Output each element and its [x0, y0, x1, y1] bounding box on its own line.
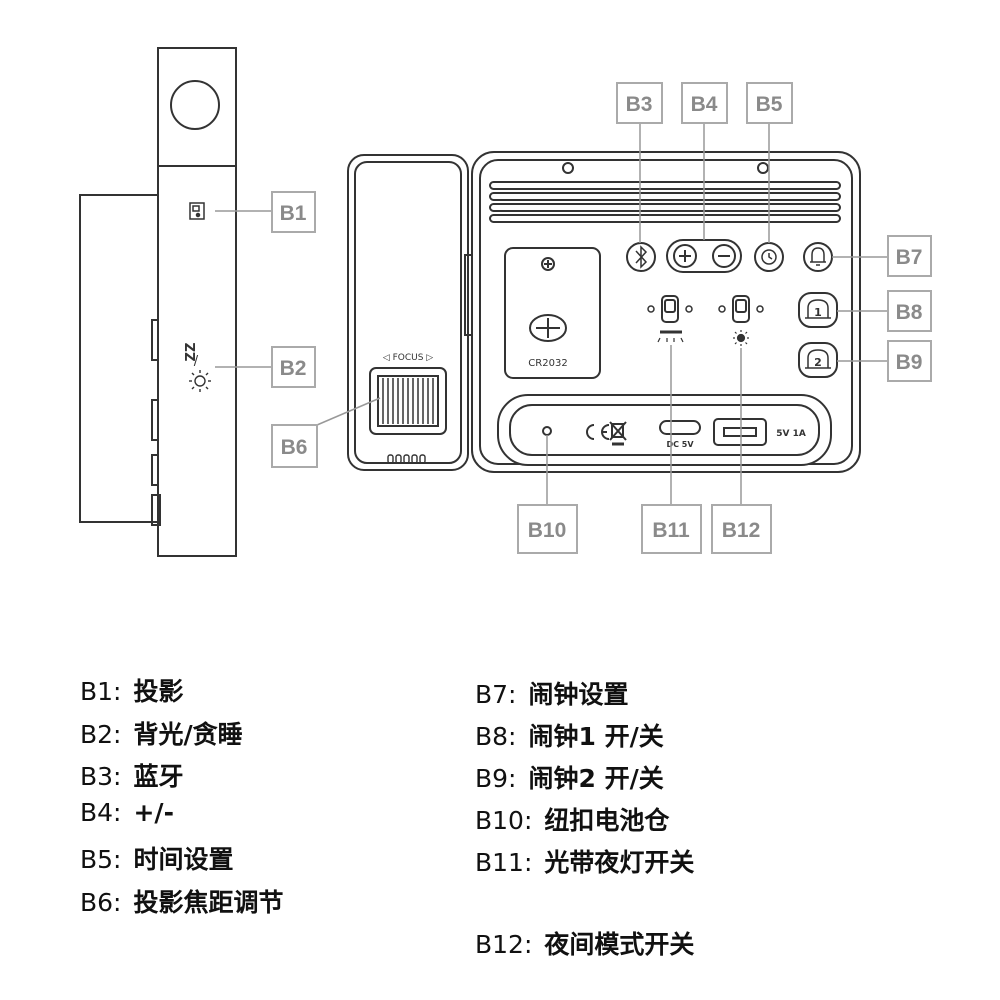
side-button [151, 399, 159, 441]
legend-code: B12: [475, 930, 533, 959]
legend-desc: 闹钟2 开/关 [528, 764, 664, 793]
legend-code: B4: [80, 798, 122, 827]
usb-a-port [713, 418, 767, 446]
leader-lines [215, 124, 888, 505]
callout-b11: B11 [652, 519, 690, 542]
callout-labels: B1 B2 B3 B4 B5 B6 B7 B8 B9 B10 B11 B12 [280, 93, 923, 542]
legend-desc: 夜间模式开关 [544, 930, 695, 959]
legend-code: B2: [80, 720, 122, 749]
projector-icon [189, 202, 205, 220]
callout-b10: B10 [528, 519, 567, 542]
legend-item-b1: B1: 投影 [80, 672, 184, 708]
callout-b3: B3 [626, 93, 653, 116]
legend-item-b9: B9: 闹钟2 开/关 [475, 759, 664, 795]
side-body [157, 165, 237, 557]
callout-b8: B8 [896, 301, 923, 324]
callout-b6: B6 [281, 436, 308, 459]
usb-label: 5V 1A [776, 429, 806, 439]
side-base [79, 194, 163, 523]
side-view [79, 47, 237, 557]
projector-lens [170, 80, 220, 130]
legend-item-b11: B11: 光带夜灯开关 [475, 843, 694, 879]
callout-box-b8 [887, 290, 932, 332]
callout-box-b2 [271, 346, 316, 388]
legend-item-b7: B7: 闹钟设置 [475, 675, 629, 711]
legend-item-b10: B10: 纽扣电池仓 [475, 801, 669, 837]
legend-item-b2: B2: 背光/贪睡 [80, 715, 243, 751]
side-port [151, 494, 161, 526]
device-diagram: ZZ / ◁ FOCUS ▷ [79, 47, 932, 557]
legend-desc: 闹钟设置 [528, 680, 629, 709]
legend-item-b4: B4: +/- [80, 798, 174, 827]
legend-desc: 蓝牙 [133, 762, 184, 791]
legend-code: B3: [80, 762, 122, 791]
legend-code: B9: [475, 764, 517, 793]
legend-item-b6: B6: 投影焦距调节 [80, 883, 284, 919]
legend-desc: 纽扣电池仓 [544, 806, 670, 835]
dc-label: DC 5V [666, 440, 694, 449]
legend-desc: 闹钟1 开/关 [528, 722, 664, 751]
usb-c-port [659, 420, 701, 435]
callout-box-b1 [271, 191, 316, 233]
port-panel [497, 394, 832, 466]
legend-item-b12: B12: 夜间模式开关 [475, 925, 694, 961]
side-button [151, 454, 159, 486]
battery-cover [504, 247, 601, 379]
snooze-label: ZZ [184, 343, 199, 362]
legend-desc: 投影 [133, 677, 184, 706]
callout-b7: B7 [896, 246, 923, 269]
legend-code: B1: [80, 677, 122, 706]
legend-desc: 背光/贪睡 [133, 720, 243, 749]
legend-item-b3: B3: 蓝牙 [80, 757, 184, 793]
callout-b12: B12 [722, 519, 761, 542]
callout-b1: B1 [280, 202, 307, 225]
certification-marks [586, 421, 627, 446]
callout-box-b11 [641, 504, 702, 554]
legend-code: B11: [475, 848, 533, 877]
night-sun-icon [733, 330, 749, 346]
callout-b2: B2 [280, 357, 307, 380]
callout-box-b4 [681, 82, 728, 124]
legend-desc: 时间设置 [133, 845, 234, 874]
legend-desc: 投影焦距调节 [133, 888, 284, 917]
callout-box-b5 [746, 82, 793, 124]
callout-b5: B5 [756, 93, 783, 116]
alarm1-label: 1 [814, 306, 822, 319]
legend-item-b5: B5: 时间设置 [80, 840, 234, 876]
callout-box-b10 [517, 504, 578, 554]
legend-code: B6: [80, 888, 122, 917]
focus-label: ◁ FOCUS ▷ [383, 353, 433, 363]
callout-box-b6 [271, 424, 318, 468]
callout-box-b3 [616, 82, 663, 124]
sun-icon [189, 370, 211, 392]
alarm-set-button[interactable] [803, 242, 833, 272]
legend-code: B5: [80, 845, 122, 874]
projector-arm [347, 154, 493, 471]
legend-desc: +/- [133, 798, 174, 827]
side-button [151, 319, 159, 361]
legend-code: B7: [475, 680, 517, 709]
vent-dots [387, 454, 426, 464]
callout-b9: B9 [896, 351, 923, 374]
legend-item-b8: B8: 闹钟1 开/关 [475, 717, 664, 753]
callout-boxes [271, 82, 932, 554]
alarm2-label: 2 [814, 356, 822, 369]
legend-desc: 光带夜灯开关 [544, 848, 695, 877]
callout-box-b12 [711, 504, 772, 554]
legend-code: B10: [475, 806, 533, 835]
focus-wheel[interactable] [377, 375, 439, 427]
legend-code: B8: [475, 722, 517, 751]
battery-label: CR2032 [528, 358, 567, 369]
callout-box-b9 [887, 340, 932, 382]
callout-box-b7 [887, 235, 932, 277]
slash-label: / [194, 354, 199, 369]
callout-b4: B4 [691, 93, 718, 116]
speaker-grille [489, 181, 841, 223]
back-view [471, 151, 861, 473]
